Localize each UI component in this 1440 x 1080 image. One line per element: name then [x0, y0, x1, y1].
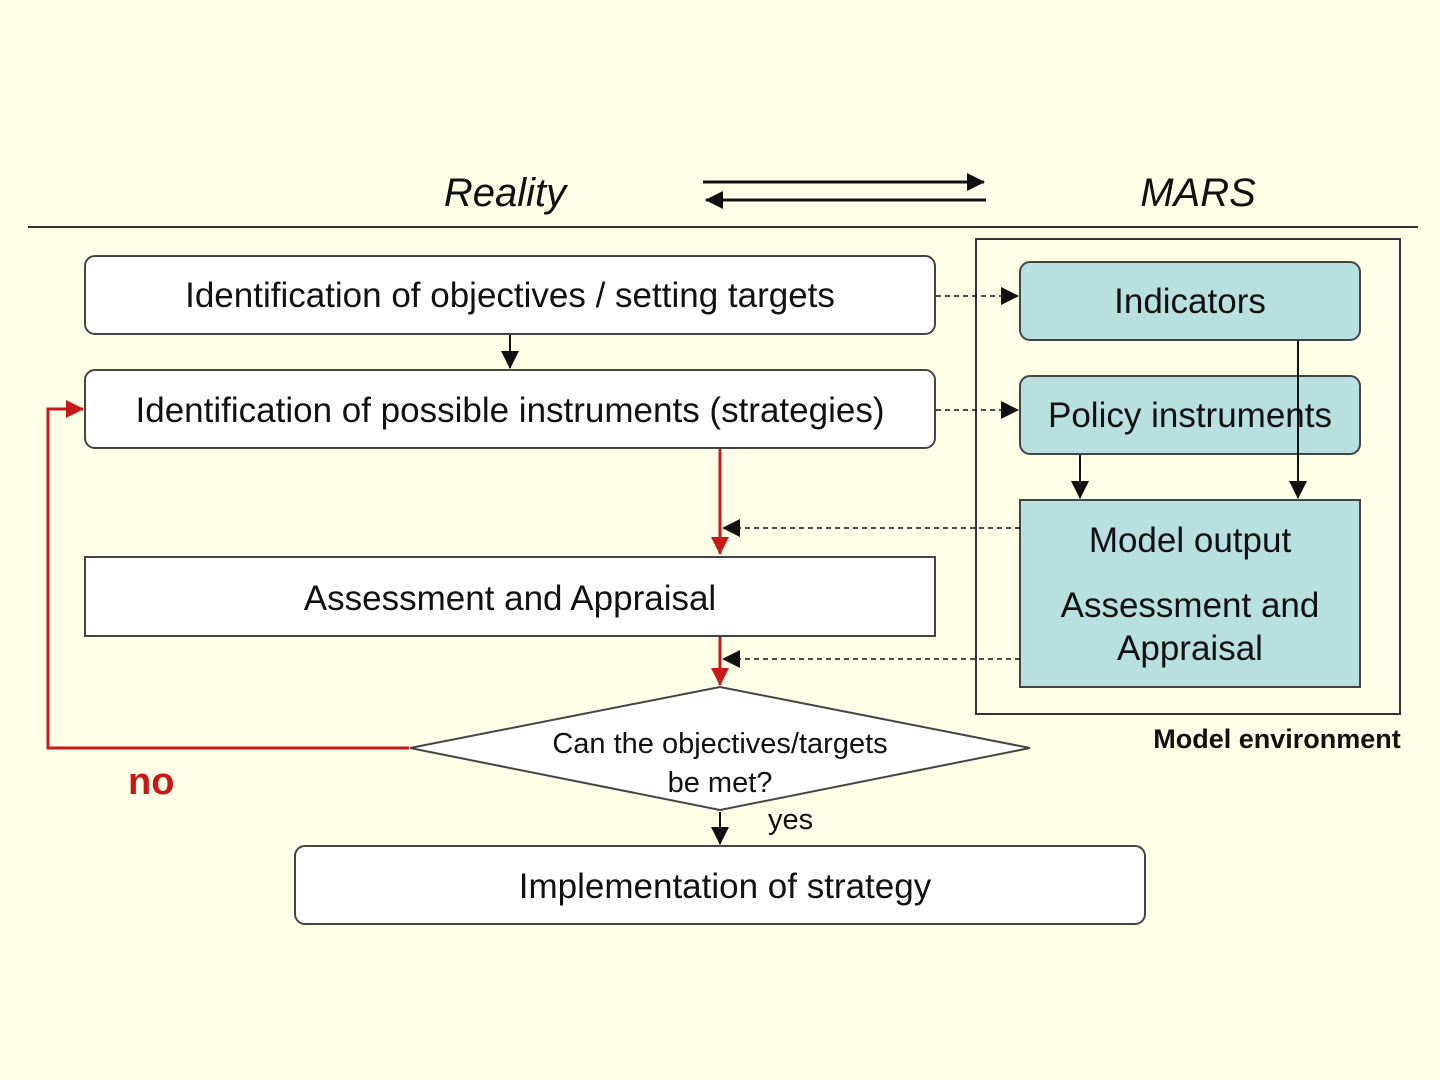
- dashed-connectors: [722, 287, 1020, 668]
- policy-instruments-box: Policy instruments: [1019, 375, 1361, 455]
- model-output-box: Model output Assessment and Appraisal: [1019, 499, 1361, 688]
- decision-line1: Can the objectives/targets: [552, 728, 887, 760]
- implementation-label: Implementation of strategy: [519, 867, 932, 906]
- no-label: no: [128, 761, 174, 803]
- implementation-box: Implementation of strategy: [294, 845, 1146, 925]
- instruments-label: Identification of possible instruments (…: [136, 391, 885, 430]
- assessment-label: Assessment and Appraisal: [304, 579, 716, 618]
- indicators-label: Indicators: [1114, 282, 1266, 321]
- model-assessment-line1: Assessment and: [1061, 586, 1320, 625]
- model-assessment-line2: Appraisal: [1117, 629, 1263, 668]
- red-flow-connectors: [46, 400, 729, 750]
- exchange-arrows-icon: [703, 173, 986, 209]
- header-mars: MARS: [1140, 171, 1256, 215]
- model-environment-label: Model environment: [1153, 724, 1401, 754]
- instruments-box: Identification of possible instruments (…: [84, 369, 936, 449]
- objectives-label: Identification of objectives / setting t…: [185, 276, 835, 315]
- header-reality: Reality: [444, 171, 569, 215]
- model-output-label: Model output: [1089, 521, 1292, 560]
- objectives-box: Identification of objectives / setting t…: [84, 255, 936, 335]
- assessment-box: Assessment and Appraisal: [84, 556, 936, 637]
- solid-connectors: [501, 335, 1307, 845]
- decision-diamond: Can the objectives/targets be met?: [409, 685, 1031, 812]
- model-environment-frame: [975, 238, 1401, 715]
- decision-line2: be met?: [668, 767, 773, 799]
- policy-instruments-label: Policy instruments: [1048, 396, 1332, 435]
- indicators-box: Indicators: [1019, 261, 1361, 341]
- yes-label: yes: [768, 804, 813, 836]
